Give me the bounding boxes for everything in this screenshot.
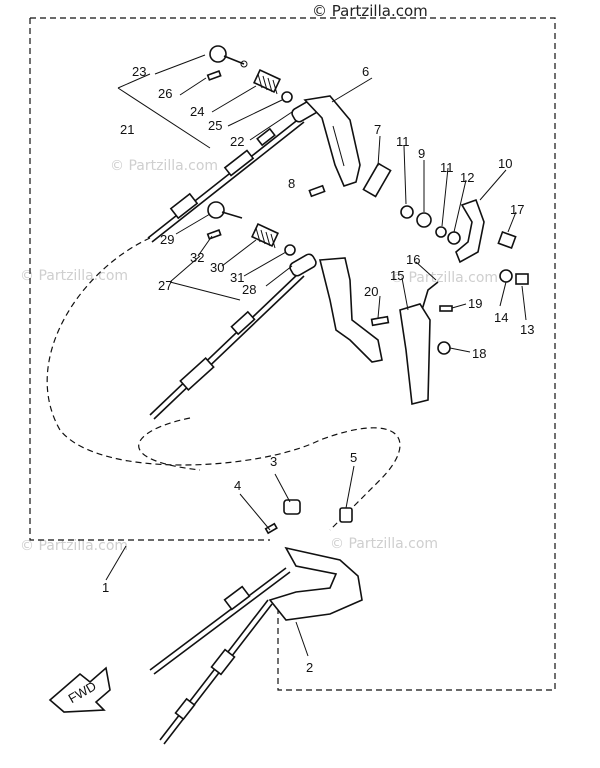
- washer-12: [447, 231, 461, 245]
- callout-6: 6: [362, 64, 369, 79]
- knob-29: [207, 201, 243, 219]
- callout-28: 28: [242, 282, 256, 297]
- knob-23: [209, 45, 248, 68]
- callout-16: 16: [406, 252, 420, 267]
- callout-19: 19: [468, 296, 482, 311]
- callout-14: 14: [494, 310, 508, 325]
- washer-11a: [400, 205, 414, 219]
- callout-8: 8: [288, 176, 295, 191]
- callout-9: 9: [418, 146, 425, 161]
- callout-24: 24: [190, 104, 204, 119]
- callout-4: 4: [234, 478, 241, 493]
- callout-23: 23: [132, 64, 146, 79]
- screw-4: [264, 522, 278, 535]
- callout-17: 17: [510, 202, 524, 217]
- assembly-outline: [29, 17, 556, 691]
- callout-7: 7: [374, 122, 381, 137]
- bracket-2: [268, 546, 363, 621]
- washer-31: [284, 244, 296, 256]
- spring-30: [251, 222, 279, 249]
- callout-22: 22: [230, 134, 244, 149]
- leader-lines: [105, 54, 527, 657]
- spring-24: [253, 68, 281, 95]
- fwd-arrow: FWD: [48, 666, 111, 713]
- nut-9: [416, 212, 432, 228]
- lever-10: [455, 198, 485, 264]
- callout-1: 1: [102, 580, 109, 595]
- callout-2: 2: [306, 660, 313, 675]
- callout-13: 13: [520, 322, 534, 337]
- callout-5: 5: [350, 450, 357, 465]
- callout-18: 18: [472, 346, 486, 361]
- pin-26: [206, 70, 222, 81]
- rod-16: [421, 281, 439, 311]
- callout-11a: 11: [396, 134, 410, 149]
- watermark: © Partzilla.com: [330, 536, 438, 552]
- washer-25: [281, 91, 293, 103]
- watermark: © Partzilla.com: [20, 268, 128, 284]
- callout-12: 12: [460, 170, 474, 185]
- callout-32: 32: [190, 250, 204, 265]
- upper-cable: [147, 117, 305, 243]
- cable-end-28: [289, 253, 317, 277]
- watermark: © Partzilla.com: [20, 538, 128, 554]
- watermark: © Partzilla.com: [110, 158, 218, 174]
- bolt-8: [308, 184, 326, 198]
- callout-25: 25: [208, 118, 222, 133]
- callout-21: 21: [120, 122, 134, 137]
- cable-loop-inner: [138, 417, 201, 471]
- clamp-3: [283, 499, 301, 515]
- callout-11b: 11: [440, 160, 454, 175]
- callout-10: 10: [498, 156, 512, 171]
- callout-27: 27: [158, 278, 172, 293]
- callout-3: 3: [270, 454, 277, 469]
- lower-cable: [149, 271, 305, 420]
- callout-31: 31: [230, 270, 244, 285]
- callout-26: 26: [158, 86, 172, 101]
- washer-14: [499, 269, 513, 283]
- watermark-top: © Partzilla.com: [312, 2, 428, 20]
- clamp-5: [339, 507, 353, 523]
- bolt-19: [439, 305, 453, 312]
- callout-29: 29: [160, 232, 174, 247]
- lower-lever: [318, 257, 383, 363]
- shaft-7: [362, 162, 392, 198]
- screw-20: [370, 315, 390, 327]
- lever-6: [303, 95, 361, 187]
- bolt-13: [515, 273, 529, 285]
- callout-30: 30: [210, 260, 224, 275]
- watermark: © Partzilla.com: [390, 270, 498, 286]
- callout-20: 20: [364, 284, 378, 299]
- cable-loop: [46, 237, 401, 531]
- pin-32: [206, 229, 222, 240]
- callout-15: 15: [390, 268, 404, 283]
- washer-11b: [435, 226, 447, 238]
- nut-18: [437, 341, 451, 355]
- bottom-cables: [149, 567, 291, 745]
- bracket-15: [399, 303, 431, 405]
- clip-17: [497, 230, 517, 250]
